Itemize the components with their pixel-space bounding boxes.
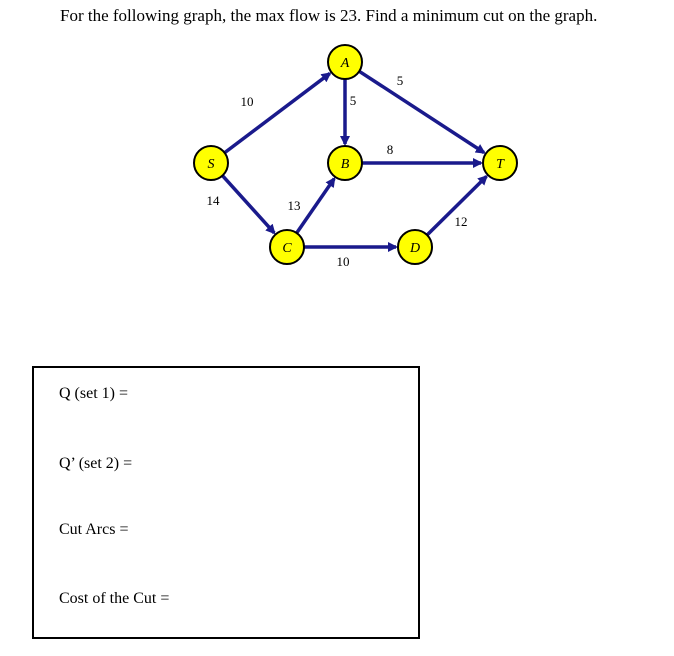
node-d: D xyxy=(397,229,433,265)
question-text: For the following graph, the max flow is… xyxy=(60,6,598,25)
node-circle-s xyxy=(193,145,229,181)
node-label-s: S xyxy=(208,157,215,172)
node-circle-d xyxy=(397,229,433,265)
edge-capacity-s-a: 10 xyxy=(241,94,254,109)
node-circle-t xyxy=(482,145,518,181)
edge-capacity-c-d: 10 xyxy=(337,254,350,269)
q-set2-label: Q’ (set 2) = xyxy=(59,455,133,472)
node-circle-c xyxy=(269,229,305,265)
edge-capacity-s-c: 14 xyxy=(207,193,221,208)
answer-box: Q (set 1) = Q’ (set 2) = Cut Arcs = Cost… xyxy=(32,366,420,639)
cut-cost-label: Cost of the Cut = xyxy=(59,590,170,607)
edges-layer: 10 14 5 5 8 13 10 12 xyxy=(207,69,488,269)
edge-d-t xyxy=(425,174,488,237)
flow-network-graph: 10 14 5 5 8 13 10 12 S A B C D T xyxy=(193,44,518,269)
edge-capacity-c-b: 13 xyxy=(288,198,301,213)
node-label-c: C xyxy=(282,241,292,256)
node-s: S xyxy=(193,145,229,181)
node-label-d: D xyxy=(409,241,420,256)
edge-s-c xyxy=(221,174,276,235)
node-label-a: A xyxy=(340,56,350,71)
nodes-layer: S A B C D T xyxy=(193,44,518,265)
edge-capacity-d-t: 12 xyxy=(455,214,468,229)
node-b: B xyxy=(327,145,363,181)
edge-capacity-a-b: 5 xyxy=(350,93,357,108)
edge-a-t xyxy=(358,69,486,155)
edge-c-b xyxy=(295,176,336,235)
edge-s-a xyxy=(223,72,332,155)
cut-arcs-label: Cut Arcs = xyxy=(59,521,129,538)
edge-capacity-b-t: 8 xyxy=(387,142,394,157)
node-a: A xyxy=(327,44,363,80)
node-circle-a xyxy=(327,44,363,80)
edge-capacity-a-t: 5 xyxy=(397,73,404,88)
node-circle-b xyxy=(327,145,363,181)
node-label-b: B xyxy=(341,157,350,172)
node-t: T xyxy=(482,145,518,181)
node-c: C xyxy=(269,229,305,265)
node-label-t: T xyxy=(496,157,505,172)
q-set1-label: Q (set 1) = xyxy=(59,385,129,402)
